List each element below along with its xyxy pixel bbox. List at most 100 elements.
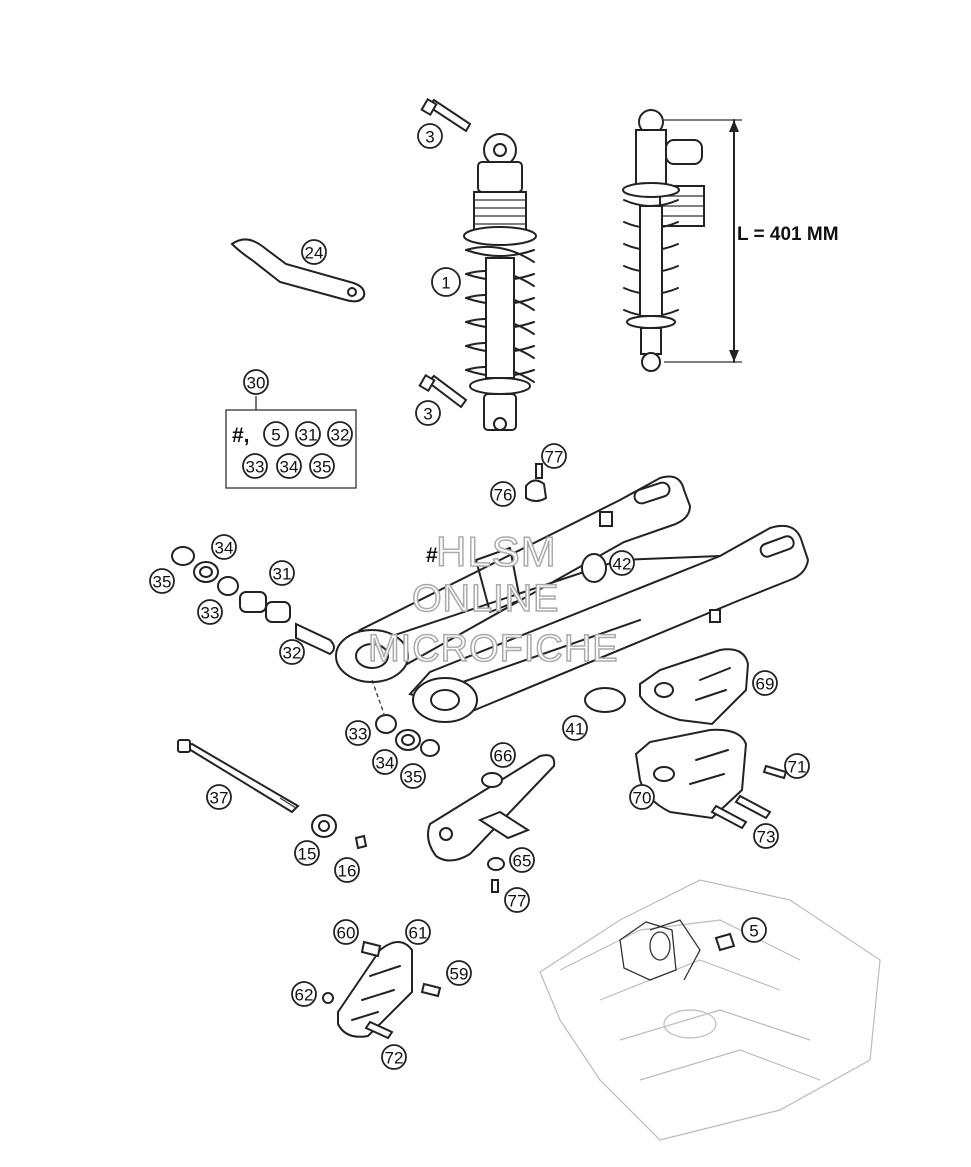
swingarm — [335, 475, 810, 723]
callout-circle — [741, 917, 767, 943]
callout-number: 66 — [494, 747, 513, 766]
nut — [311, 814, 337, 838]
screw-77 — [535, 463, 543, 479]
callout-35: 35 — [400, 763, 426, 789]
callout-circle — [562, 715, 588, 741]
callout-circle — [752, 670, 778, 696]
callout-3: 3 — [417, 123, 443, 149]
callout-circle — [504, 887, 530, 913]
callout-33: 33 — [197, 599, 223, 625]
callout-circle — [149, 568, 175, 594]
callout-32: 32 — [327, 421, 353, 447]
callout-31: 31 — [269, 560, 295, 586]
callout-circle — [629, 784, 655, 810]
callout-3: 3 — [415, 400, 441, 426]
callout-circle — [197, 599, 223, 625]
callout-37: 37 — [206, 784, 232, 810]
callout-number: 31 — [299, 426, 318, 445]
callout-circle — [345, 720, 371, 746]
callout-number: 71 — [788, 758, 807, 777]
callout-circle — [276, 453, 302, 479]
washer-62 — [322, 992, 334, 1004]
chain-slider — [427, 754, 556, 893]
shock-absorber — [463, 133, 537, 431]
callout-number: 35 — [404, 768, 423, 787]
callout-number: 77 — [545, 448, 564, 467]
kit-prefix: #, — [232, 424, 250, 447]
callout-30: 30 — [243, 369, 269, 395]
callout-number: 3 — [423, 405, 432, 424]
callout-circle — [295, 421, 321, 447]
callout-number: 33 — [246, 458, 265, 477]
callout-number: 70 — [633, 789, 652, 808]
watermark-line2: ONLINE — [411, 577, 560, 621]
callout-number: 33 — [201, 604, 220, 623]
callout-59: 59 — [446, 960, 472, 986]
callout-77: 77 — [541, 443, 567, 469]
callout-number: 59 — [450, 965, 469, 984]
callout-number: 35 — [313, 458, 332, 477]
callout-circle — [211, 534, 237, 560]
shock-side-view — [622, 109, 742, 372]
callout-circle — [242, 453, 268, 479]
screw-73a — [734, 794, 772, 820]
hook-wrench — [230, 238, 366, 303]
callout-number: 16 — [338, 862, 357, 881]
callout-number: 72 — [385, 1049, 404, 1068]
callout-61: 61 — [405, 919, 431, 945]
callout-circle — [609, 550, 635, 576]
callout-number: 34 — [280, 458, 299, 477]
callout-circle — [309, 453, 335, 479]
callout-77: 77 — [504, 887, 530, 913]
chain-guide — [639, 648, 750, 726]
callout-34: 34 — [276, 453, 302, 479]
callout-circle — [446, 960, 472, 986]
callout-circle — [490, 742, 516, 768]
callout-35: 35 — [149, 568, 175, 594]
callout-42: 42 — [609, 550, 635, 576]
callout-circle — [279, 639, 305, 665]
callout-circle — [301, 239, 327, 265]
callout-number: 61 — [409, 924, 428, 943]
callout-73: 73 — [753, 823, 779, 849]
callout-circle — [415, 400, 441, 426]
callout-circle — [334, 857, 360, 883]
callout-circle — [784, 753, 810, 779]
watermark-line1: HLSM — [435, 527, 557, 576]
callout-circle — [333, 919, 359, 945]
callout-number: 73 — [757, 828, 776, 847]
callout-circle — [431, 267, 461, 297]
clip-76 — [525, 479, 548, 502]
callout-number: 15 — [298, 845, 317, 864]
callout-70: 70 — [629, 784, 655, 810]
callout-circle — [381, 1044, 407, 1070]
callout-circle — [753, 823, 779, 849]
callout-circle — [269, 560, 295, 586]
callout-number: 34 — [376, 754, 395, 773]
lower-bolt — [418, 373, 468, 409]
callout-41: 41 — [562, 715, 588, 741]
callout-number: 31 — [273, 565, 292, 584]
callout-circle — [509, 847, 535, 873]
callout-5: 5 — [741, 917, 767, 943]
bracket-61 — [337, 941, 413, 1038]
pivot-axle — [177, 739, 300, 814]
callout-number: 5 — [749, 922, 758, 941]
callout-31: 31 — [295, 421, 321, 447]
callout-32: 32 — [279, 639, 305, 665]
callout-34: 34 — [211, 534, 237, 560]
callout-72: 72 — [381, 1044, 407, 1070]
callout-number: 3 — [425, 128, 434, 147]
length-dimension-label: L = 401 MM — [737, 224, 839, 245]
callout-number: 32 — [283, 644, 302, 663]
callout-number: 30 — [247, 374, 266, 393]
callout-number: 60 — [337, 924, 356, 943]
callout-66: 66 — [490, 742, 516, 768]
callout-35: 35 — [309, 453, 335, 479]
bushing-42 — [581, 553, 607, 583]
callout-number: 41 — [566, 720, 585, 739]
watermark-line3: MICROFICHE — [367, 627, 619, 671]
